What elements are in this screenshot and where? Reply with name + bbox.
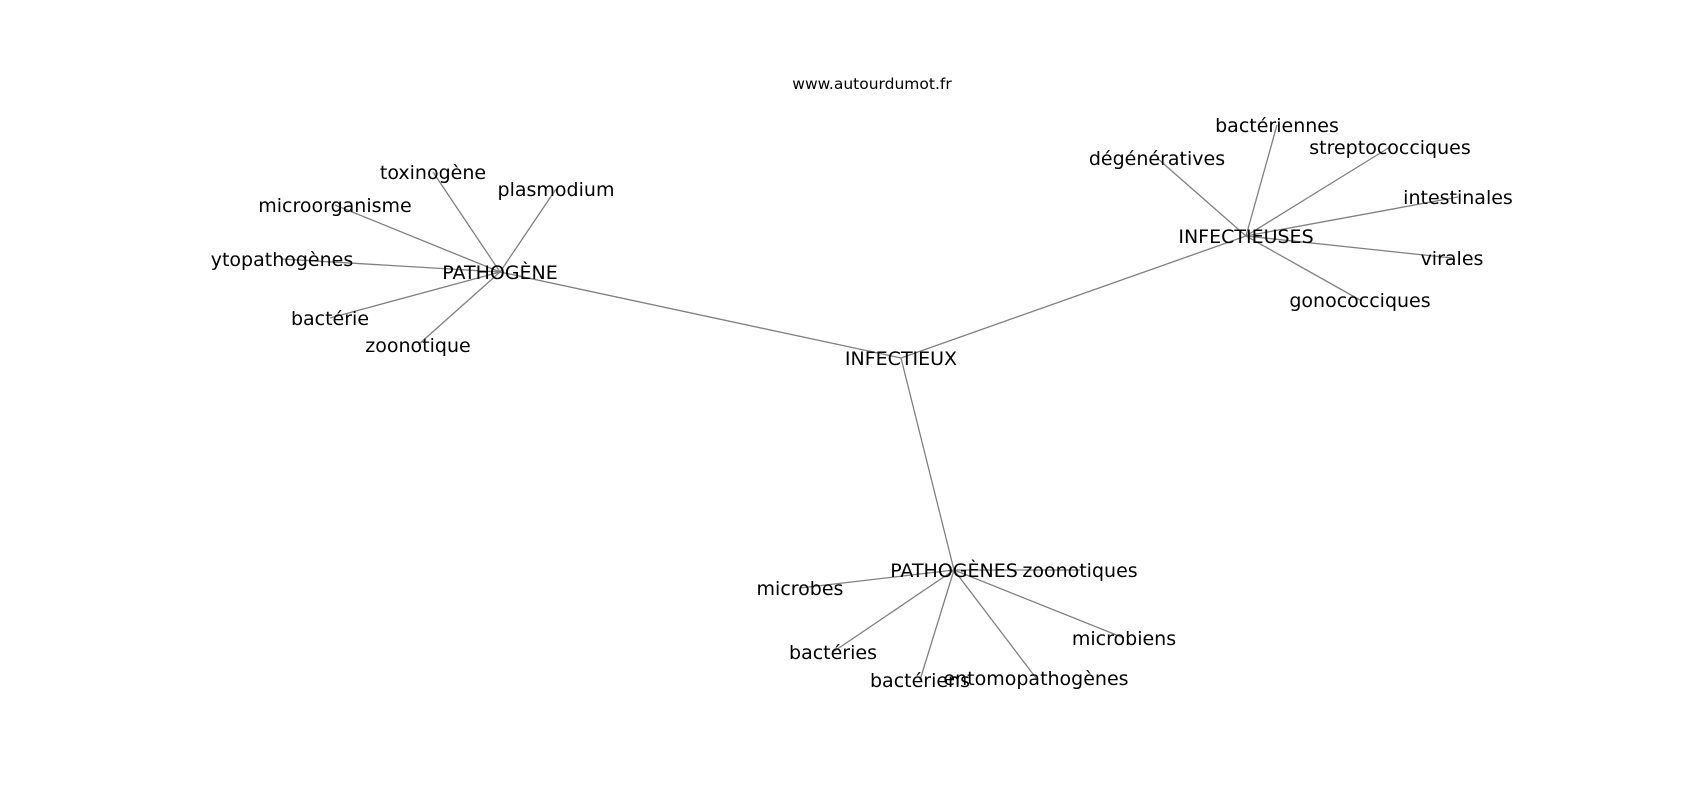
edge-infectieuses-gonococciques: [1245, 235, 1361, 301]
edge-pathogenes-microbiens: [953, 569, 1125, 639]
node-hub-infectieuses: INFECTIEUSES: [1178, 226, 1313, 248]
edge-pathogene-ytopathogenes: [281, 258, 501, 273]
node-leaf-intestinales: intestinales: [1403, 187, 1513, 209]
edge-pathogene-plasmodium: [499, 188, 557, 273]
edge-pathogene-toxinogene: [432, 171, 501, 273]
edge-infectieuses-virales: [1245, 235, 1453, 259]
node-leaf-microbiens: microbiens: [1072, 628, 1176, 650]
edge-pathogenes-bacteriens: [919, 569, 955, 681]
node-leaf-gonococciques: gonococciques: [1289, 290, 1430, 312]
node-leaf-virales: virales: [1421, 248, 1484, 270]
edge-root-pathogene: [499, 271, 902, 359]
node-leaf-zoonotiques: zoonotiques: [1022, 560, 1137, 582]
edge-infectieuses-degeneratives: [1156, 157, 1247, 237]
edge-root-infectieuses: [900, 235, 1247, 359]
node-leaf-microbes: microbes: [757, 578, 844, 600]
edge-infectieuses-streptococciques: [1245, 146, 1391, 237]
node-leaf-plasmodium: plasmodium: [498, 179, 615, 201]
graph-edges: [281, 124, 1459, 681]
node-leaf-microorganisme: microorganisme: [258, 195, 411, 217]
node-leaf-bacteriennes: bactériennes: [1215, 115, 1339, 137]
node-root-infectieux: INFECTIEUX: [845, 348, 957, 370]
node-hub-pathogenes: PATHOGÈNES: [890, 559, 1018, 582]
node-leaf-toxinogene: toxinogène: [380, 162, 486, 184]
node-leaf-bacteriens: bactériens: [870, 670, 970, 692]
node-leaf-bacterie: bactérie: [291, 308, 369, 330]
edge-pathogene-bacterie: [329, 271, 501, 319]
edge-pathogenes-entomopathogenes: [953, 569, 1037, 679]
edge-root-pathogenes: [900, 357, 955, 571]
graph-labels: INFECTIEUX PATHOGÈNE toxinogène plasmodium m…: [211, 115, 1513, 692]
edge-pathogenes-bacteries: [832, 569, 955, 653]
node-leaf-ytopathogenes: ytopathogènes: [211, 249, 354, 271]
edge-pathogene-microorganisme: [334, 204, 501, 273]
node-hub-pathogene: PATHOGÈNE: [442, 261, 558, 284]
edge-infectieuses-intestinales: [1245, 196, 1459, 237]
node-leaf-bacteries: bactéries: [789, 642, 877, 664]
node-leaf-zoonotique: zoonotique: [365, 335, 470, 357]
edge-pathogenes-microbes: [799, 569, 955, 589]
node-leaf-entomopathogenes: entomopathogènes: [943, 668, 1128, 690]
edge-infectieuses-bacteriennes: [1245, 124, 1278, 237]
node-leaf-degeneratives: dégénératives: [1089, 148, 1225, 170]
site-url: www.autourdumot.fr: [792, 75, 952, 93]
node-leaf-streptococciques: streptococciques: [1309, 137, 1471, 159]
edge-pathogene-zoonotique: [417, 271, 501, 346]
